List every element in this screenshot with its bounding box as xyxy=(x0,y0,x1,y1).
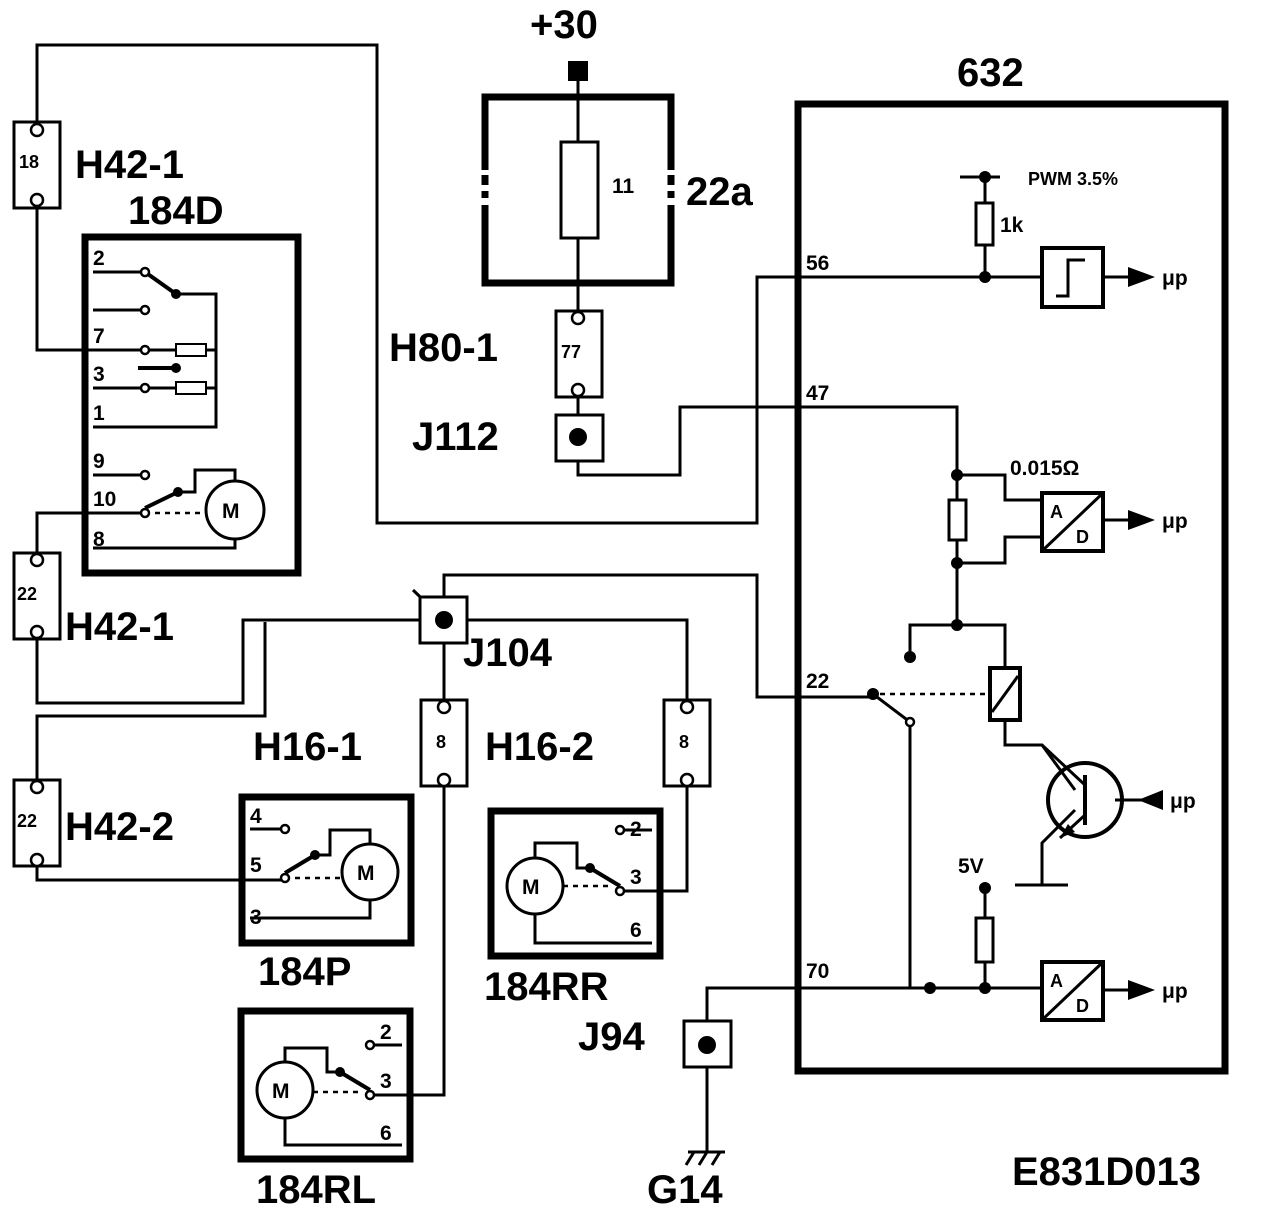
supply-terminal xyxy=(568,61,588,81)
184d-pin-3: 3 xyxy=(93,363,105,386)
ad-label-d: D xyxy=(1076,527,1089,547)
184rr-pin-2: 2 xyxy=(630,818,642,841)
mp-label: μp xyxy=(1162,510,1188,533)
ecu-label: 632 xyxy=(957,51,1024,95)
h80-1-label: H80-1 xyxy=(389,326,498,370)
component-184p xyxy=(238,793,415,947)
svg-text:8: 8 xyxy=(679,732,689,752)
ecu-pin-70: 70 xyxy=(806,960,829,983)
connector-h42-1-pin22: 22 xyxy=(12,551,62,641)
fuse-number: 11 xyxy=(612,175,635,198)
ad-label-a: A xyxy=(1050,502,1063,522)
ad-converter-47: A D xyxy=(1040,491,1105,553)
mp-label: μp xyxy=(1162,267,1188,290)
184p-pin-5: 5 xyxy=(250,854,262,877)
184rl-label: 184RL xyxy=(256,1168,376,1212)
svg-text:22: 22 xyxy=(17,584,37,604)
component-184d xyxy=(81,233,302,577)
ecu-nodes xyxy=(867,171,991,994)
h16-2-label: H16-2 xyxy=(485,725,594,769)
svg-text:18: 18 xyxy=(19,152,39,172)
j94-label: J94 xyxy=(578,1015,645,1059)
mp-label: μp xyxy=(1170,790,1196,813)
connector-h42-1-pin18: 18 xyxy=(12,120,62,210)
h42-2-label: H42-2 xyxy=(65,805,174,849)
doc-id-label: E831D013 xyxy=(1012,1150,1201,1194)
resistor-5v xyxy=(974,916,995,964)
184rr-label: 184RR xyxy=(484,965,609,1009)
ecu-pin-22: 22 xyxy=(806,670,829,693)
transistor xyxy=(1040,743,1124,840)
184rr-pin-3: 3 xyxy=(630,866,642,889)
ground-label: G14 xyxy=(647,1168,723,1212)
184p-pin-4: 4 xyxy=(250,805,262,828)
ad-label-a: A xyxy=(1050,971,1063,991)
pwm-label: PWM 3.5% xyxy=(1028,169,1118,189)
184p-motor: M xyxy=(357,862,375,885)
component-184rl xyxy=(237,1007,414,1163)
184p-label: 184P xyxy=(258,950,351,994)
relay-coil xyxy=(872,666,1022,728)
ecu-pin-56: 56 xyxy=(806,252,829,275)
resistor-1k-label: 1k xyxy=(1000,214,1024,237)
184rl-pin-3: 3 xyxy=(380,1070,392,1093)
junction-j112 xyxy=(554,413,605,463)
svg-text:22: 22 xyxy=(17,811,37,831)
connector-h16-2-pin8: 8 xyxy=(662,698,712,788)
connector-h42-2-pin22: 22 xyxy=(12,778,62,868)
j104-label: J104 xyxy=(463,631,553,675)
fuse-box-label: 22a xyxy=(686,170,753,214)
184d-motor: M xyxy=(222,500,240,523)
184d-pin-10: 10 xyxy=(93,488,116,511)
schmitt-trigger xyxy=(1040,246,1105,309)
mp-label: μp xyxy=(1162,980,1188,1003)
5v-label: 5V xyxy=(958,855,984,878)
h16-1-label: H16-1 xyxy=(253,725,362,769)
h42-1-top-label: H42-1 xyxy=(75,143,184,187)
junction-j104 xyxy=(418,595,469,645)
184d-label: 184D xyxy=(128,189,224,233)
supply-label: +30 xyxy=(530,3,598,47)
ad-label-d: D xyxy=(1076,996,1089,1016)
ad-converter-70: A D xyxy=(1040,960,1105,1022)
184rl-motor: M xyxy=(272,1080,290,1103)
ecu-pin-47: 47 xyxy=(806,382,829,405)
j112-label: J112 xyxy=(412,415,499,459)
184d-pin-1: 1 xyxy=(93,402,105,425)
184p-pin-3: 3 xyxy=(250,906,262,929)
h42-1-mid-label: H42-1 xyxy=(65,605,174,649)
184d-pin-2: 2 xyxy=(93,247,105,270)
184rl-pin-2: 2 xyxy=(380,1021,392,1044)
184d-pin-7: 7 xyxy=(93,325,105,348)
connector-h80-1-pin77: 77 xyxy=(554,309,604,399)
184rr-pin-6: 6 xyxy=(630,919,642,942)
component-184rr xyxy=(487,807,664,960)
fuse-box-22a xyxy=(481,61,675,287)
ecu-632-box xyxy=(794,100,1229,1075)
connector-h16-1-pin8: 8 xyxy=(419,698,469,788)
resistor-1k xyxy=(974,201,995,247)
184d-pin-9: 9 xyxy=(93,450,105,473)
shunt-label: 0.015Ω xyxy=(1010,457,1079,480)
184rr-motor: M xyxy=(522,876,540,899)
184d-pin-8: 8 xyxy=(93,528,105,551)
184rl-pin-6: 6 xyxy=(380,1122,392,1145)
junction-j94 xyxy=(682,1019,733,1069)
fuse-element xyxy=(559,140,600,240)
shunt-resistor xyxy=(947,498,968,542)
svg-text:77: 77 xyxy=(561,342,581,362)
svg-text:8: 8 xyxy=(436,732,446,752)
mp-arrows xyxy=(1128,267,1163,1000)
